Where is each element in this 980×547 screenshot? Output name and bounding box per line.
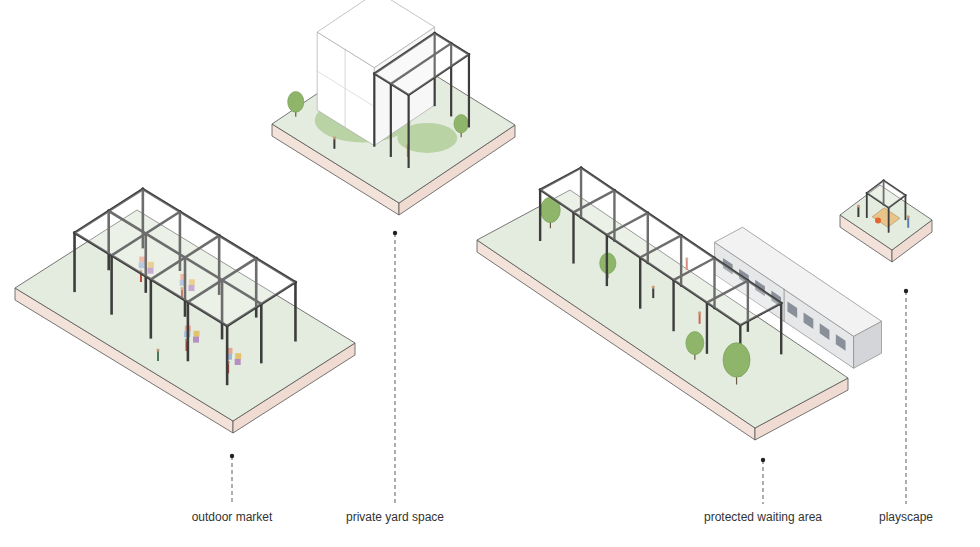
pergola-post (572, 212, 574, 262)
train-window (836, 334, 846, 351)
person-head (156, 348, 159, 351)
pergola-post (110, 255, 113, 313)
caption-label: protected waiting area (704, 510, 822, 524)
caption-label: private yard space (346, 510, 444, 524)
market-goods (235, 359, 241, 365)
tree-canopy (288, 92, 304, 113)
leader-dot (393, 231, 397, 235)
person-figure (857, 208, 859, 216)
pergola-post (905, 195, 907, 219)
person-head (907, 215, 910, 218)
pergola-canopy (867, 181, 906, 208)
tree-canopy (454, 115, 468, 133)
tree-canopy (686, 332, 704, 355)
pergola-canopy (75, 189, 296, 326)
train-joint (784, 289, 785, 321)
pergola-post (539, 190, 541, 240)
pergola-canopy (540, 168, 781, 325)
leader-dot (230, 454, 234, 458)
market-goods (193, 337, 199, 343)
pergola-post (294, 282, 297, 340)
leader-lines (230, 231, 908, 504)
person-head (333, 136, 336, 139)
leader-line (232, 456, 233, 504)
pergola-post (606, 235, 608, 285)
train-window (820, 323, 830, 340)
leader-line (763, 460, 764, 504)
pergola-post (780, 303, 782, 353)
platform (272, 0, 515, 215)
leader-line (906, 291, 907, 504)
person-figure (157, 352, 159, 360)
pergola-post (672, 280, 674, 330)
pergola-post (639, 257, 641, 307)
pergola-post (73, 233, 76, 291)
person-head (652, 286, 655, 289)
lawn (397, 123, 457, 153)
platform (840, 181, 932, 263)
pergola-post (150, 279, 153, 337)
pergola-post (408, 95, 410, 167)
leader-dot (761, 458, 765, 462)
pergola-post (706, 303, 708, 353)
tree-canopy (723, 343, 750, 378)
pergola-canopy (374, 33, 469, 95)
platform (477, 168, 882, 440)
platform (15, 189, 355, 433)
leader-dot (904, 289, 908, 293)
pergola-post (226, 326, 229, 384)
train-window (804, 312, 814, 329)
pergola-post (187, 302, 190, 360)
leader-line (395, 233, 396, 504)
play-toy (875, 218, 881, 224)
caption-label: playscape (879, 510, 933, 524)
pergola-post (373, 74, 375, 146)
person-figure (333, 140, 335, 148)
train-window (787, 301, 797, 318)
sandbox (872, 208, 900, 228)
pergola-post (888, 208, 890, 232)
market-goods (194, 331, 200, 337)
market-goods (235, 353, 241, 359)
pergola-post (468, 54, 470, 126)
person-figure (699, 315, 701, 323)
person-head (857, 204, 860, 207)
person-figure (907, 219, 909, 227)
caption-label: outdoor market (192, 510, 273, 524)
house-line (317, 71, 374, 107)
pergola-post (260, 304, 263, 362)
person-head (698, 311, 701, 314)
person-figure (652, 289, 654, 297)
pergola-post (390, 84, 392, 156)
pergola-post (866, 193, 868, 217)
